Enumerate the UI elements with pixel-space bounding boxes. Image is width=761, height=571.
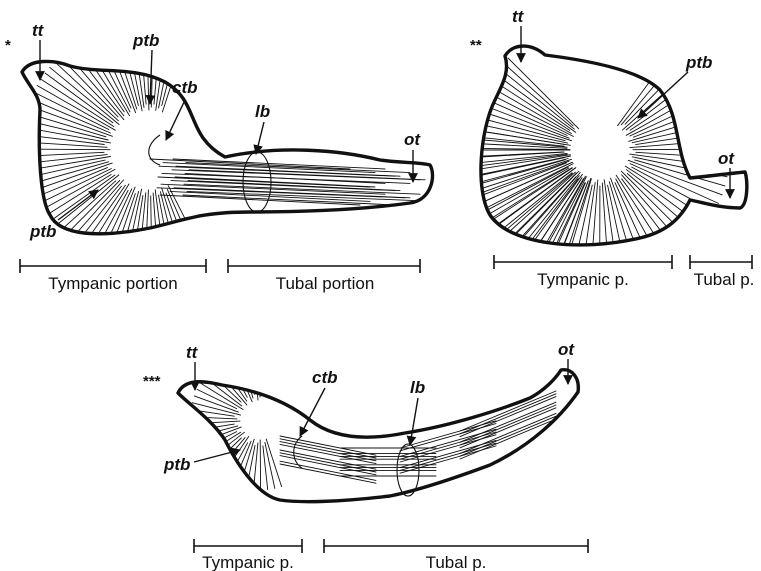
panel-1-span-tubal [228,259,420,273]
panel-3-arrow-lb [410,398,418,445]
panel-1-label-ot: ot [404,130,421,149]
hatch-stroke [31,99,111,133]
hatch-stroke [41,79,114,126]
panel-1-label-ptb-top: ptb [132,31,159,50]
hatch-stroke [26,113,106,137]
panel-2-label-ptb: ptb [685,53,712,72]
panel-1-label-ptb-bottom: ptb [29,222,56,241]
hatch-stroke [166,193,195,272]
panel-3-label-ctb: ctb [312,368,338,387]
hatch-stroke [44,175,115,226]
panel-3-span-tympanic-label: Tympanic p. [202,553,294,571]
hatch-stroke [602,183,609,280]
hatch-stroke [581,183,595,279]
panel-3-outline [178,370,578,502]
hatch-stroke [630,154,729,168]
panel-2-label-tt: tt [512,7,525,26]
panel-1-outline [22,61,433,233]
panel-3-label-ot: ot [558,340,575,359]
hatch-stroke [20,142,107,148]
panel-1-span-tympanic-label: Tympanic portion [48,274,177,293]
hatch-stroke [23,160,105,178]
panel-1-span-tubal-label: Tubal portion [276,274,375,293]
panel-1-arrow-ctb [166,100,185,140]
panel-1-arrow-lb [256,122,264,154]
panel-3-label-tt: tt [186,343,199,362]
panel-2-span-tubal-label: Tubal p. [694,270,755,289]
hatch-stroke [71,47,124,116]
hatch-stroke [609,182,636,275]
hatch-stroke [470,152,564,157]
panel-2-label-ot: ot [718,149,735,168]
panel-1-hatching [20,20,435,280]
hatch-stroke [621,51,684,125]
panel-2: ** tt ptb ot Tympanic p. Tubal p. [470,7,754,289]
hatch-stroke [636,130,729,144]
hatch-stroke [611,178,646,272]
panel-1: * tt ptb ctb lb ot ptb Tympanic portion … [5,20,435,293]
hatch-stroke [162,188,189,274]
panel-3-label-lb: lb [410,378,425,397]
panel-3-span-tubal-label: Tubal p. [426,553,487,571]
panel-3-ctb-ring [294,436,302,468]
hatch-stroke [162,26,190,112]
panel-1-ctb-ring [149,135,160,165]
panel-3-hatching [190,350,556,490]
panel-1-span-tympanic [20,259,206,273]
hatch-stroke [622,175,686,248]
hatch-stroke [190,417,237,419]
hatch-stroke [246,351,255,394]
hatch-stroke [160,195,360,205]
hatch-stroke [151,196,152,280]
hatch-stroke [167,189,202,269]
hatch-stroke [34,92,109,130]
panel-3-marker: *** [143,373,161,390]
panel-3-span-tympanic [194,539,302,553]
hatch-stroke [280,464,376,483]
hatch-stroke [266,439,281,487]
panel-1-marker: * [5,37,11,54]
hatch-stroke [632,167,715,212]
panel-2-span-tympanic-label: Tympanic p. [537,270,629,289]
panel-1-label-tt: tt [32,21,45,40]
hatch-stroke [168,186,209,266]
panel-1-label-ctb: ctb [172,78,198,97]
hatch-stroke [20,149,110,150]
hatch-stroke [608,185,628,277]
hatch-stroke [508,58,579,129]
hatch-stroke [88,191,128,265]
panel-1-label-lb: lb [255,102,270,121]
panel-2-span-tubal [690,255,752,269]
hatch-stroke [470,148,570,149]
hatch-stroke [25,162,109,186]
panel-2-marker: ** [470,37,482,54]
hatch-stroke [616,179,663,264]
hatch-stroke [626,71,703,130]
hatch-stroke [625,57,691,124]
panel-3-span-tubal [324,539,588,553]
hatch-stroke [76,185,126,256]
hatch-stroke [190,421,240,424]
panel-3-label-ptb: ptb [163,455,190,474]
hatch-stroke [22,127,111,143]
panel-3: *** tt ot ctb lb ptb Tympanic p. Tubal p… [143,340,588,571]
hatch-stroke [590,180,598,280]
hatch-stroke [226,359,247,398]
panel-2-span-tympanic [494,255,672,269]
hatch-stroke [635,160,725,186]
